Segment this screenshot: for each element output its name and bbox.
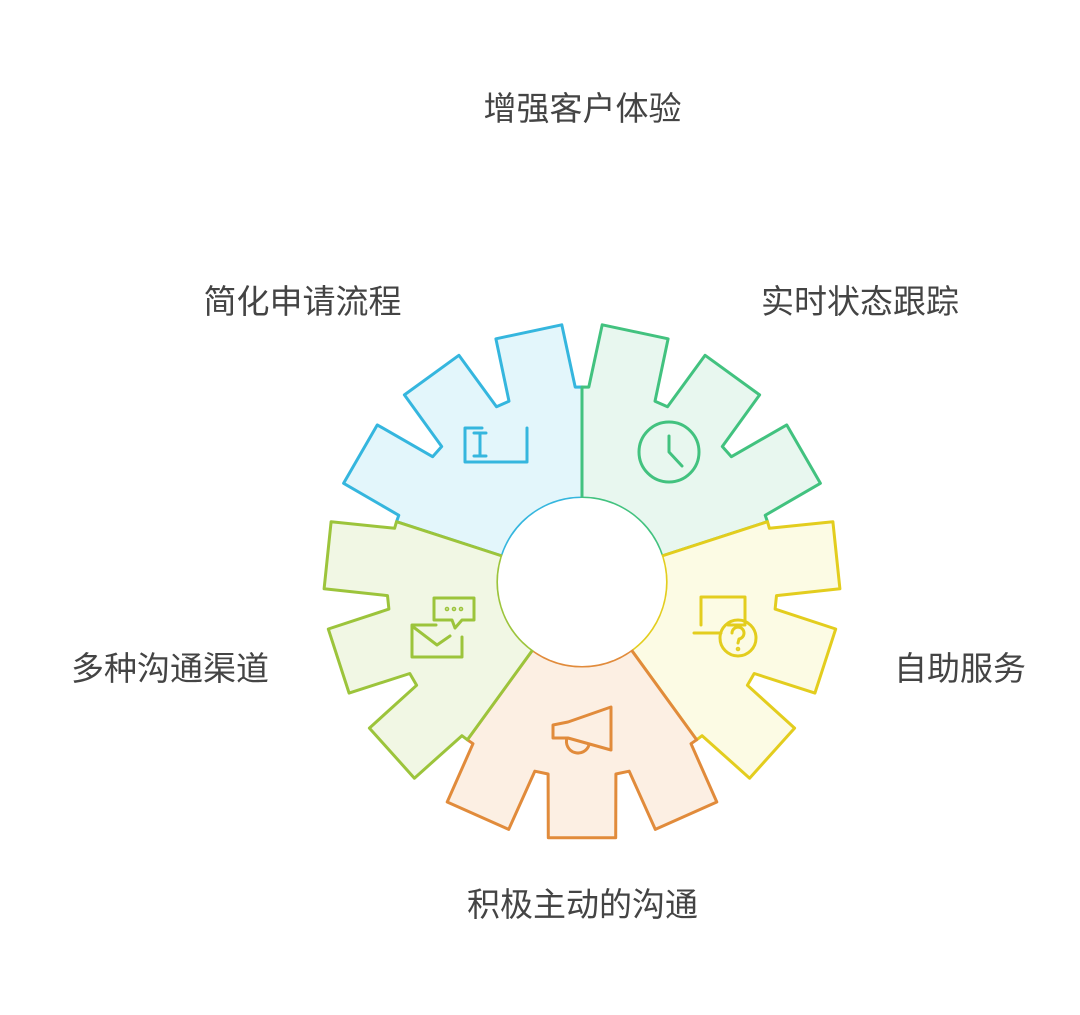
segment-label-realtime-tracking: 实时状态跟踪: [761, 282, 959, 321]
megaphone-icon: [551, 705, 613, 755]
text-cursor-icon: [463, 426, 529, 464]
segment-label-multichannel: 多种沟通渠道: [71, 649, 269, 688]
gear-segment-multichannel: [322, 520, 535, 780]
question-screen-icon: [692, 595, 758, 658]
segment-label-proactive-communication: 积极主动的沟通: [467, 885, 698, 924]
clock-icon: [637, 420, 701, 484]
segment-label-simplify-application: 简化申请流程: [203, 282, 402, 321]
diagram-title: 增强客户体验: [483, 89, 682, 128]
mail-chat-icon: [410, 596, 476, 659]
segment-label-self-service: 自助服务: [894, 649, 1026, 688]
gear-hub: [498, 498, 666, 666]
